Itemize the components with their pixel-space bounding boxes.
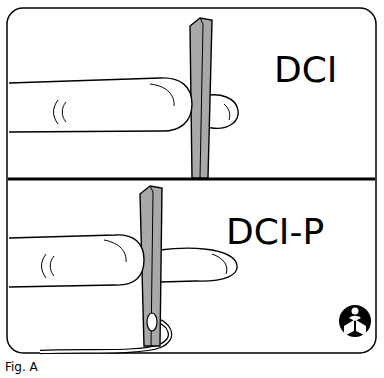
- model-label: DCI: [274, 52, 337, 88]
- manual-icon: [339, 305, 371, 337]
- figure-caption: Fig. A: [5, 361, 38, 373]
- model-label: DCI-P: [226, 214, 324, 250]
